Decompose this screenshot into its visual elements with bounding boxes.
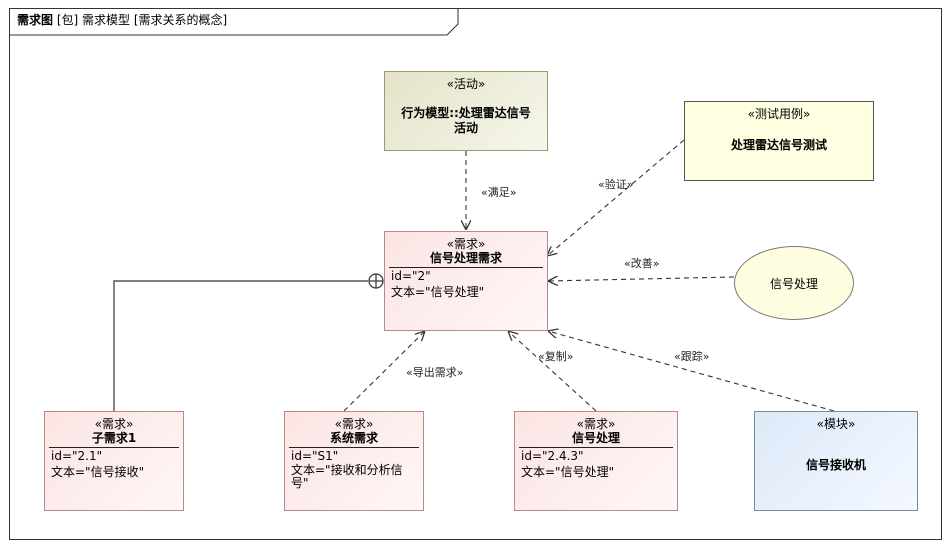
diagram-kind: 需求图: [17, 13, 54, 27]
sig-req-name: 信号处理: [519, 431, 673, 448]
sub-req-text: 文本="信号接收": [51, 465, 145, 479]
copy-label: «复制»: [538, 350, 574, 363]
main-req-stereotype: «需求»: [446, 237, 486, 251]
diagram-package: [包] 需求模型: [56, 13, 131, 27]
diagram-title: 需求图 [包] 需求模型 [需求关系的概念]: [17, 11, 227, 28]
containment-connector[interactable]: [113, 273, 384, 411]
sub-req-id: id="2.1": [51, 449, 103, 463]
main-req-id: id="2": [391, 269, 431, 283]
verify-connector[interactable]: [547, 139, 685, 256]
test-case-stereotype: «测试用例»: [747, 107, 811, 121]
satisfy-label: «满足»: [481, 186, 517, 199]
block-name: 信号接收机: [805, 458, 866, 472]
activity-element[interactable]: «活动» 行为模型::处理雷达信号 活动: [384, 71, 548, 151]
test-case-element[interactable]: «测试用例» 处理雷达信号测试: [684, 101, 874, 181]
use-case-name: 信号处理: [769, 276, 818, 291]
sys-req-stereotype: «需求»: [334, 417, 374, 431]
signal-requirement-element[interactable]: «需求» 信号处理 id="2.4.3" 文本="信号处理": [514, 411, 678, 511]
activity-name-line1: 行为模型::处理雷达信号: [401, 106, 531, 120]
verify-label: «验证»: [598, 178, 634, 191]
trace-label: «跟踪»: [674, 350, 710, 363]
activity-name-line2: 活动: [453, 121, 478, 135]
block-stereotype: «模块»: [816, 417, 856, 431]
diagram-name: [需求关系的概念]: [133, 13, 228, 27]
system-requirement-element[interactable]: «需求» 系统需求 id="S1" 文本="接收和分析信 号": [284, 411, 424, 511]
block-element[interactable]: «模块» 信号接收机: [754, 411, 918, 511]
sub-req-name: 子需求1: [49, 431, 179, 448]
sys-req-id: id="S1": [291, 449, 339, 463]
main-req-text: 文本="信号处理": [391, 285, 485, 299]
refine-label: «改善»: [624, 257, 660, 270]
main-req-name: 信号处理需求: [389, 251, 543, 268]
sub-req-stereotype: «需求»: [94, 417, 134, 431]
derive-connector[interactable]: [343, 331, 425, 412]
sys-req-text-line1: 文本="接收和分析信: [291, 463, 403, 477]
sys-req-text-line2: 号": [291, 476, 309, 490]
use-case-element[interactable]: 信号处理: [734, 246, 854, 320]
sub-requirement-element[interactable]: «需求» 子需求1 id="2.1" 文本="信号接收": [44, 411, 184, 511]
trace-connector[interactable]: [548, 331, 835, 412]
sig-req-text: 文本="信号处理": [521, 465, 615, 479]
diagram-frame-tab: [9, 8, 459, 36]
test-case-name: 处理雷达信号测试: [730, 138, 827, 152]
refine-connector[interactable]: [548, 277, 735, 281]
main-requirement-element[interactable]: «需求» 信号处理需求 id="2" 文本="信号处理": [384, 231, 548, 331]
sig-req-id: id="2.4.3": [521, 449, 584, 463]
copy-connector[interactable]: [508, 331, 597, 412]
activity-stereotype: «活动»: [446, 77, 486, 91]
derive-label: «导出需求»: [406, 366, 464, 379]
sig-req-stereotype: «需求»: [576, 417, 616, 431]
sys-req-name: 系统需求: [289, 431, 419, 448]
